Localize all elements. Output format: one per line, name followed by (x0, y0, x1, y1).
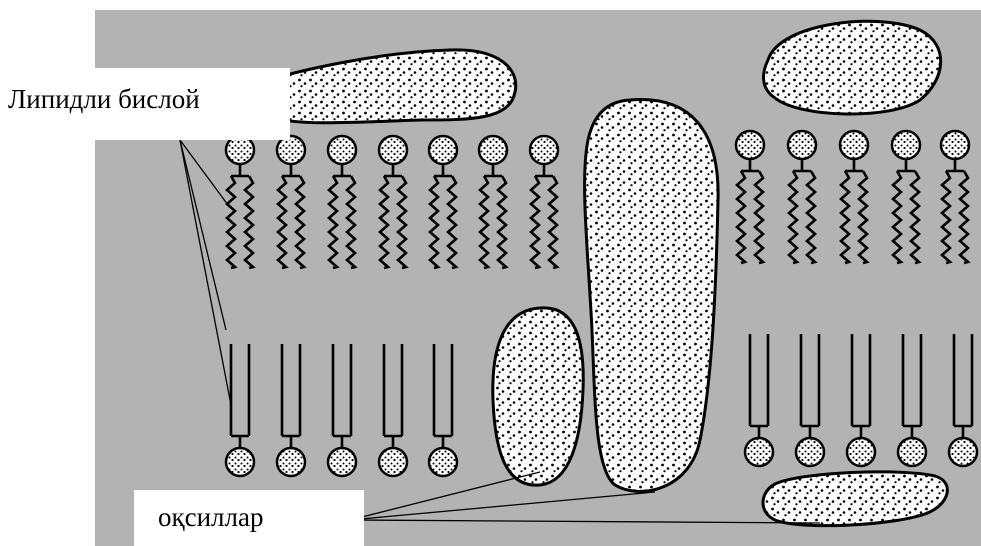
proteins-label: оқсиллар (134, 490, 364, 546)
lipid-bilayer-label: Липидли бислой (0, 68, 290, 140)
protein-channel-tall (585, 100, 719, 492)
proteins-label-text: оқсиллар (158, 502, 263, 532)
protein-middle-oval (493, 308, 583, 485)
lipid-bilayer-label-text: Липидли бислой (8, 84, 200, 114)
